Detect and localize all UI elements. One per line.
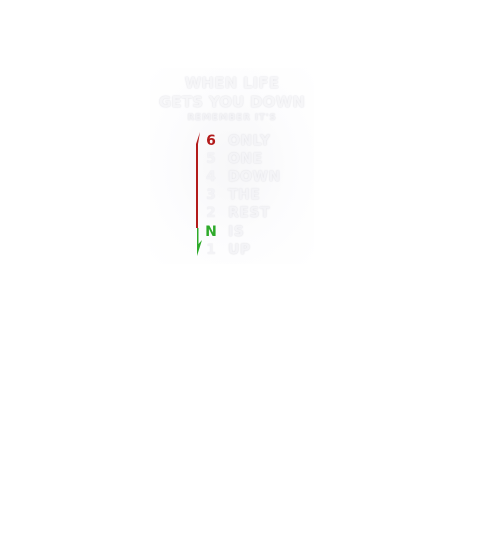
gear-row-2: 2 REST (150, 204, 314, 222)
shirt-design: WHEN LIFE GETS YOU DOWN REMEMBER IT'S 6 … (150, 68, 314, 264)
gear-word: UP (228, 242, 251, 258)
headline-line-3: REMEMBER IT'S (187, 113, 277, 123)
gear-number: 2 (206, 205, 216, 221)
gear-row-5: 5 ONE (150, 150, 314, 168)
gear-word: THE (228, 187, 261, 203)
gear-row-n: N IS (150, 223, 314, 241)
gear-number: 6 (206, 133, 216, 149)
gear-row-6: 6 ONLY (150, 132, 314, 150)
gear-shift-arrow-icon (196, 132, 202, 256)
gear-number: 1 (206, 242, 216, 258)
gear-row-4: 4 DOWN (150, 168, 314, 186)
shift-arrow-red (196, 132, 200, 228)
gear-number: 5 (206, 151, 216, 167)
gear-word: REST (228, 205, 270, 221)
headline-line-2: GETS YOU DOWN (158, 93, 306, 111)
gear-word: ONE (228, 151, 263, 167)
gear-number: 4 (206, 169, 216, 185)
gear-number: N (205, 224, 217, 240)
gear-row-1: 1 UP (150, 241, 314, 259)
gear-row-3: 3 THE (150, 186, 314, 204)
gear-number: 3 (206, 187, 216, 203)
shift-arrow-green (197, 228, 202, 256)
headline-line-1: WHEN LIFE (184, 74, 280, 92)
gear-word: IS (228, 224, 245, 240)
gear-word: DOWN (228, 169, 281, 185)
gear-word: ONLY (228, 133, 271, 149)
